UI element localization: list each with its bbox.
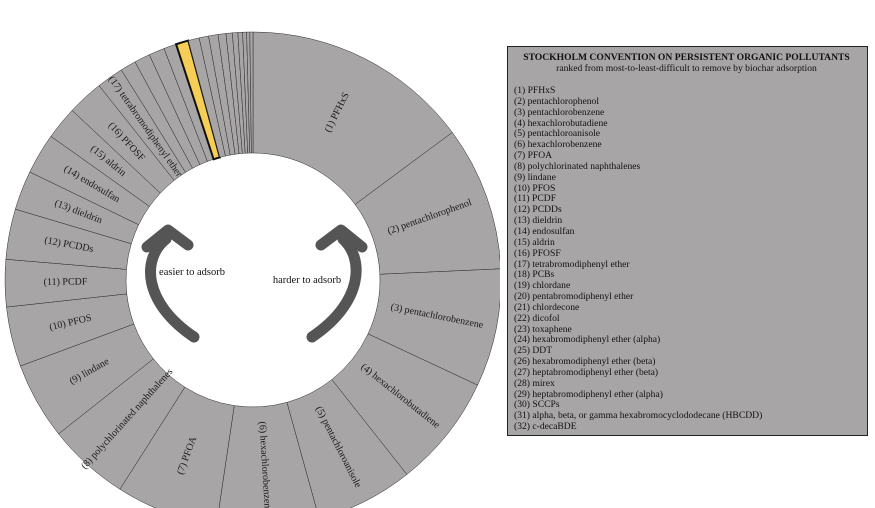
legend-item: (24) hexabromodiphenyl ether (alpha) — [514, 334, 661, 346]
legend-item: (13) dieldrin — [514, 215, 563, 227]
legend-item: (25) DDT — [514, 345, 553, 357]
legend-subtitle: ranked from most-to-least-difficult to r… — [556, 63, 817, 74]
legend-item: (29) heptabromodiphenyl ether (alpha) — [514, 388, 663, 400]
wedge — [218, 402, 317, 508]
legend-item: (22) dicofol — [514, 312, 560, 324]
wedge-label: (11) PCDF — [44, 276, 88, 288]
legend-item: (32) c-decaBDE — [514, 421, 577, 433]
legend-item: (30) SCCPs — [514, 399, 560, 411]
legend-item: (1) PFHxS — [514, 85, 556, 96]
legend-item: (17) tetrabromodiphenyl ether — [514, 258, 630, 270]
legend-item: (28) mirex — [514, 377, 555, 389]
harder-to-adsorb-label: harder to adsorb — [273, 275, 341, 286]
legend-item: (21) chlordecone — [514, 301, 580, 313]
legend-item: (6) hexachlorobenzene — [514, 139, 602, 151]
wedge — [252, 31, 453, 205]
legend-item: (5) pentachloroanisole — [514, 128, 601, 140]
legend-item: (23) toxaphene — [514, 323, 572, 335]
right-curved-arrow — [306, 233, 362, 343]
legend-item: (26) hexabromodiphenyl ether (beta) — [514, 356, 656, 368]
right-arrowhead — [315, 224, 368, 253]
wedge-label: (6) hexachlorobenzene — [256, 421, 273, 508]
legend-list: (1) PFHxS(2) pentachlorophenol(3) pentac… — [514, 85, 859, 433]
legend-item: (31) alpha, beta, or gamma hexabromocycl… — [514, 410, 763, 422]
donut-chart: (1) PFHxS(2) pentachlorophenol(3) pentac… — [4, 31, 500, 508]
legend-item: (12) PCDDs — [514, 204, 562, 216]
legend-item: (7) PFOA — [514, 150, 553, 162]
wedge — [354, 132, 500, 275]
legend-box: STOCKHOLM CONVENTION ON PERSISTENT ORGAN… — [507, 46, 868, 436]
wedge-group — [4, 31, 500, 508]
legend-item: (11) PCDF — [514, 193, 557, 205]
easier-to-adsorb-label: easier to adsorb — [159, 267, 225, 278]
legend-item: (2) pentachlorophenol — [514, 95, 599, 107]
legend-item: (8) polychlorinated naphthalenes — [514, 160, 641, 172]
legend-item: (18) PCBs — [514, 269, 555, 281]
legend-item: (3) pentachlorobenzene — [514, 106, 605, 118]
left-curved-arrow — [145, 233, 200, 343]
left-arrowhead — [141, 224, 194, 253]
legend-item: (4) hexachlorobutadiene — [514, 117, 608, 129]
legend-item: (20) pentabromodiphenyl ether — [514, 291, 634, 303]
legend-item: (9) lindane — [514, 171, 556, 183]
wedge — [286, 379, 408, 508]
legend-title: STOCKHOLM CONVENTION ON PERSISTENT ORGAN… — [523, 52, 850, 63]
legend-item: (14) endosulfan — [514, 225, 575, 237]
legend-item: (15) aldrin — [514, 236, 555, 248]
legend-item: (16) PFOSF — [514, 247, 561, 259]
legend-item: (10) PFOS — [514, 182, 556, 194]
legend-item: (27) heptabromodiphenyl ether (beta) — [514, 366, 659, 378]
wedge — [249, 31, 254, 154]
center-area: easier to adsorb harder to adsorb — [141, 224, 368, 343]
legend-item: (19) chlordane — [514, 280, 571, 292]
